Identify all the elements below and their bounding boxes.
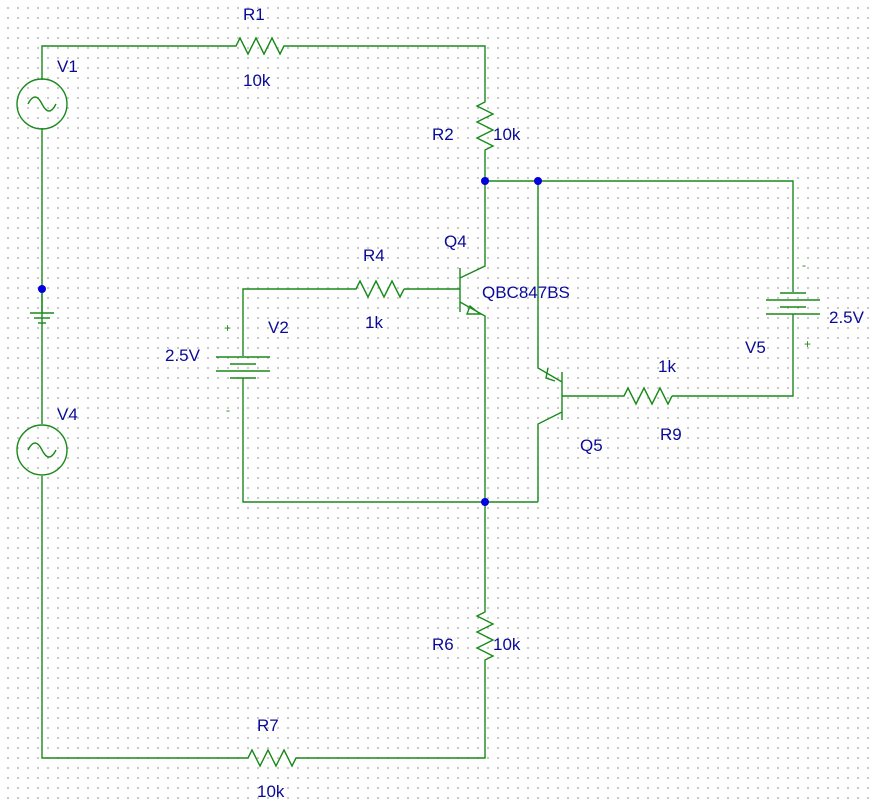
r2-value: 10k	[493, 125, 521, 144]
battery-v2-icon	[216, 352, 270, 408]
resistor-r4-icon	[350, 279, 405, 299]
resistor-r9-icon	[618, 386, 673, 406]
r4-name: R4	[363, 246, 385, 265]
r1-name: R1	[243, 5, 265, 24]
v5-name: V5	[745, 338, 766, 357]
junction-dot	[38, 285, 46, 293]
r6-value: 10k	[493, 635, 521, 654]
v2-name: V2	[268, 318, 289, 337]
v4-name: V4	[57, 405, 78, 424]
wire-r1-r2	[286, 45, 486, 96]
v2-plus: +	[224, 321, 231, 335]
v2-minus: -	[226, 403, 230, 417]
wire-bottom-node	[242, 408, 538, 503]
battery-v5-icon	[766, 292, 820, 324]
wire-q4-collector	[459, 181, 486, 279]
q4-model: QBC847BS	[482, 283, 570, 302]
r9-name: R9	[660, 425, 682, 444]
transistor-q5-icon	[545, 367, 563, 420]
r1-value: 10k	[243, 71, 271, 90]
junction-dot	[481, 177, 489, 185]
wires	[30, 45, 794, 759]
r4-value: 1k	[365, 313, 383, 332]
ac-source-v4-icon	[16, 424, 68, 476]
v1-name: V1	[57, 57, 78, 76]
q4-name: Q4	[444, 232, 467, 251]
resistor-r1-icon	[230, 36, 286, 56]
wire-r7-v4	[41, 476, 243, 759]
resistor-r6-icon	[475, 606, 495, 662]
wire-q5-emitter	[537, 181, 563, 383]
wire-q4-emitter	[459, 301, 486, 502]
ac-source-v1-icon	[16, 78, 68, 130]
q5-name: Q5	[580, 436, 603, 455]
wire-v1-r1	[41, 45, 230, 80]
resistor-r7-icon	[243, 748, 298, 768]
transistor-q4-icon	[459, 268, 482, 315]
r9-value: 1k	[658, 357, 676, 376]
r7-value: 10k	[257, 782, 285, 801]
wire-q5-collector	[537, 411, 563, 502]
junction-dot	[534, 177, 542, 185]
resistor-r2-icon	[475, 96, 495, 152]
wire-r9-v5	[672, 324, 794, 397]
v5-value: 2.5V	[829, 308, 865, 327]
r6-name: R6	[432, 635, 454, 654]
wire-node-v5	[485, 180, 794, 292]
wire-r6-r7	[298, 662, 486, 759]
wire-v2-r4	[242, 288, 350, 352]
r2-name: R2	[432, 125, 454, 144]
v5-minus: -	[802, 258, 806, 272]
v5-plus: +	[804, 337, 811, 351]
junction-dot	[481, 498, 489, 506]
r7-name: R7	[257, 716, 279, 735]
v2-value: 2.5V	[165, 346, 201, 365]
